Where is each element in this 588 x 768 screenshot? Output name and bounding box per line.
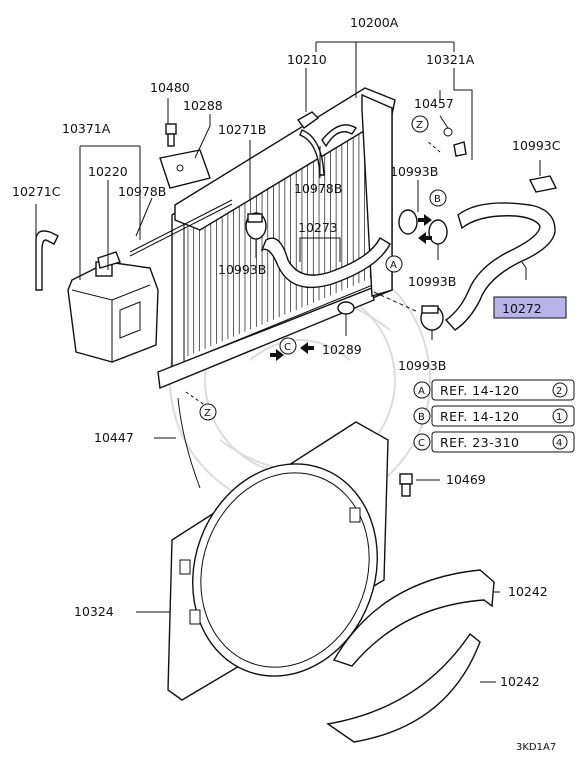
label-10978b-2: 10978B (294, 181, 342, 196)
reference-a[interactable]: A REF. 14-120 2 (413, 379, 575, 401)
svg-text:4: 4 (556, 438, 562, 449)
label-10993b-4: 10993B (398, 358, 446, 373)
label-10371a: 10371A (62, 121, 111, 136)
highlight-10272[interactable]: 10272 (493, 296, 567, 319)
bolt-10480[interactable] (165, 123, 177, 147)
reference-list: A REF. 14-120 2 B REF. 14-120 1 C REF. 2… (413, 379, 575, 453)
hose-clamp-10993b-3[interactable] (428, 219, 448, 245)
label-10210: 10210 (287, 52, 327, 67)
label-10289: 10289 (322, 342, 362, 357)
drain-plug-10289[interactable] (337, 301, 355, 315)
tank-cap-10220[interactable] (97, 251, 121, 269)
label-10220: 10220 (88, 164, 128, 179)
callout-z-lower: Z (199, 403, 217, 421)
label-10993b-1: 10993B (390, 164, 438, 179)
reference-b[interactable]: B REF. 14-120 1 (413, 405, 575, 427)
radiator-fins (187, 122, 377, 356)
hose-clamp-10993c[interactable] (528, 175, 558, 193)
hose-clamp-10993b-2[interactable] (398, 209, 418, 235)
label-10993c: 10993C (512, 138, 561, 153)
shroud-ring-10242-upper[interactable] (332, 569, 495, 667)
label-10978b-1: 10978B (118, 184, 166, 199)
svg-text:1: 1 (556, 412, 562, 423)
label-10271c: 10271C (12, 184, 61, 199)
bracket-10288[interactable] (159, 149, 211, 189)
label-10993b-3: 10993B (408, 274, 456, 289)
flow-arrows (270, 214, 432, 361)
callout-a: A (385, 255, 403, 273)
leader-lines (35, 41, 541, 683)
hose-10271c[interactable] (35, 230, 59, 291)
label-10272: 10272 (502, 301, 542, 316)
svg-text:C: C (284, 342, 291, 353)
label-10993b-2: 10993B (218, 262, 266, 277)
fan-shroud-10324[interactable] (163, 421, 406, 702)
label-10469: 10469 (446, 472, 486, 487)
radiator-core[interactable] (157, 87, 396, 389)
drain-cock-10457[interactable] (453, 141, 467, 157)
part-labels: 10200A 10210 10321A 10480 10288 10457 10… (12, 15, 567, 753)
svg-text:B: B (418, 412, 425, 423)
label-10242-1: 10242 (508, 584, 548, 599)
label-10273: 10273 (298, 220, 338, 235)
label-10271b: 10271B (218, 122, 266, 137)
svg-text:2: 2 (556, 386, 562, 397)
diagram-code: 3KD1A7 (516, 742, 556, 753)
callout-z-upper: Z (411, 115, 429, 133)
overflow-hose-10220[interactable] (129, 199, 233, 253)
svg-text:REF. 14-120: REF. 14-120 (440, 383, 520, 398)
callout-c: C (279, 337, 297, 355)
radiator-hose-10273[interactable] (260, 237, 391, 289)
svg-text:A: A (390, 260, 397, 271)
svg-text:Z: Z (204, 408, 211, 419)
label-10321a: 10321A (426, 52, 475, 67)
svg-text:C: C (418, 438, 425, 449)
hose-10978b[interactable] (321, 124, 357, 148)
svg-text:B: B (434, 194, 441, 205)
bolt-10469[interactable] (399, 473, 413, 497)
label-10457: 10457 (414, 96, 454, 111)
reserve-tank-10371a[interactable] (67, 261, 159, 363)
svg-text:REF. 14-120: REF. 14-120 (440, 409, 520, 424)
radiator-cap-10210[interactable] (296, 111, 320, 129)
label-10288: 10288 (183, 98, 223, 113)
hose-clamp-10993b-4[interactable] (420, 305, 444, 331)
svg-text:REF. 23-310: REF. 23-310 (440, 435, 520, 450)
hose-clamp-10993b-1[interactable] (245, 212, 267, 240)
shroud-ring-10242-lower[interactable] (326, 632, 481, 743)
radiator-hose-10272[interactable] (444, 202, 556, 331)
callout-b: B (429, 189, 447, 207)
svg-text:Z: Z (416, 120, 423, 131)
hose-10978b-lower[interactable] (299, 129, 325, 176)
label-10324: 10324 (74, 604, 114, 619)
hose-10447[interactable] (177, 397, 201, 489)
o-ring-z[interactable] (443, 127, 453, 137)
label-10200a: 10200A (350, 15, 399, 30)
svg-text:A: A (418, 386, 425, 397)
label-10447: 10447 (94, 430, 134, 445)
label-10242-2: 10242 (500, 674, 540, 689)
reference-c[interactable]: C REF. 23-310 4 (413, 431, 575, 453)
label-10480: 10480 (150, 80, 190, 95)
